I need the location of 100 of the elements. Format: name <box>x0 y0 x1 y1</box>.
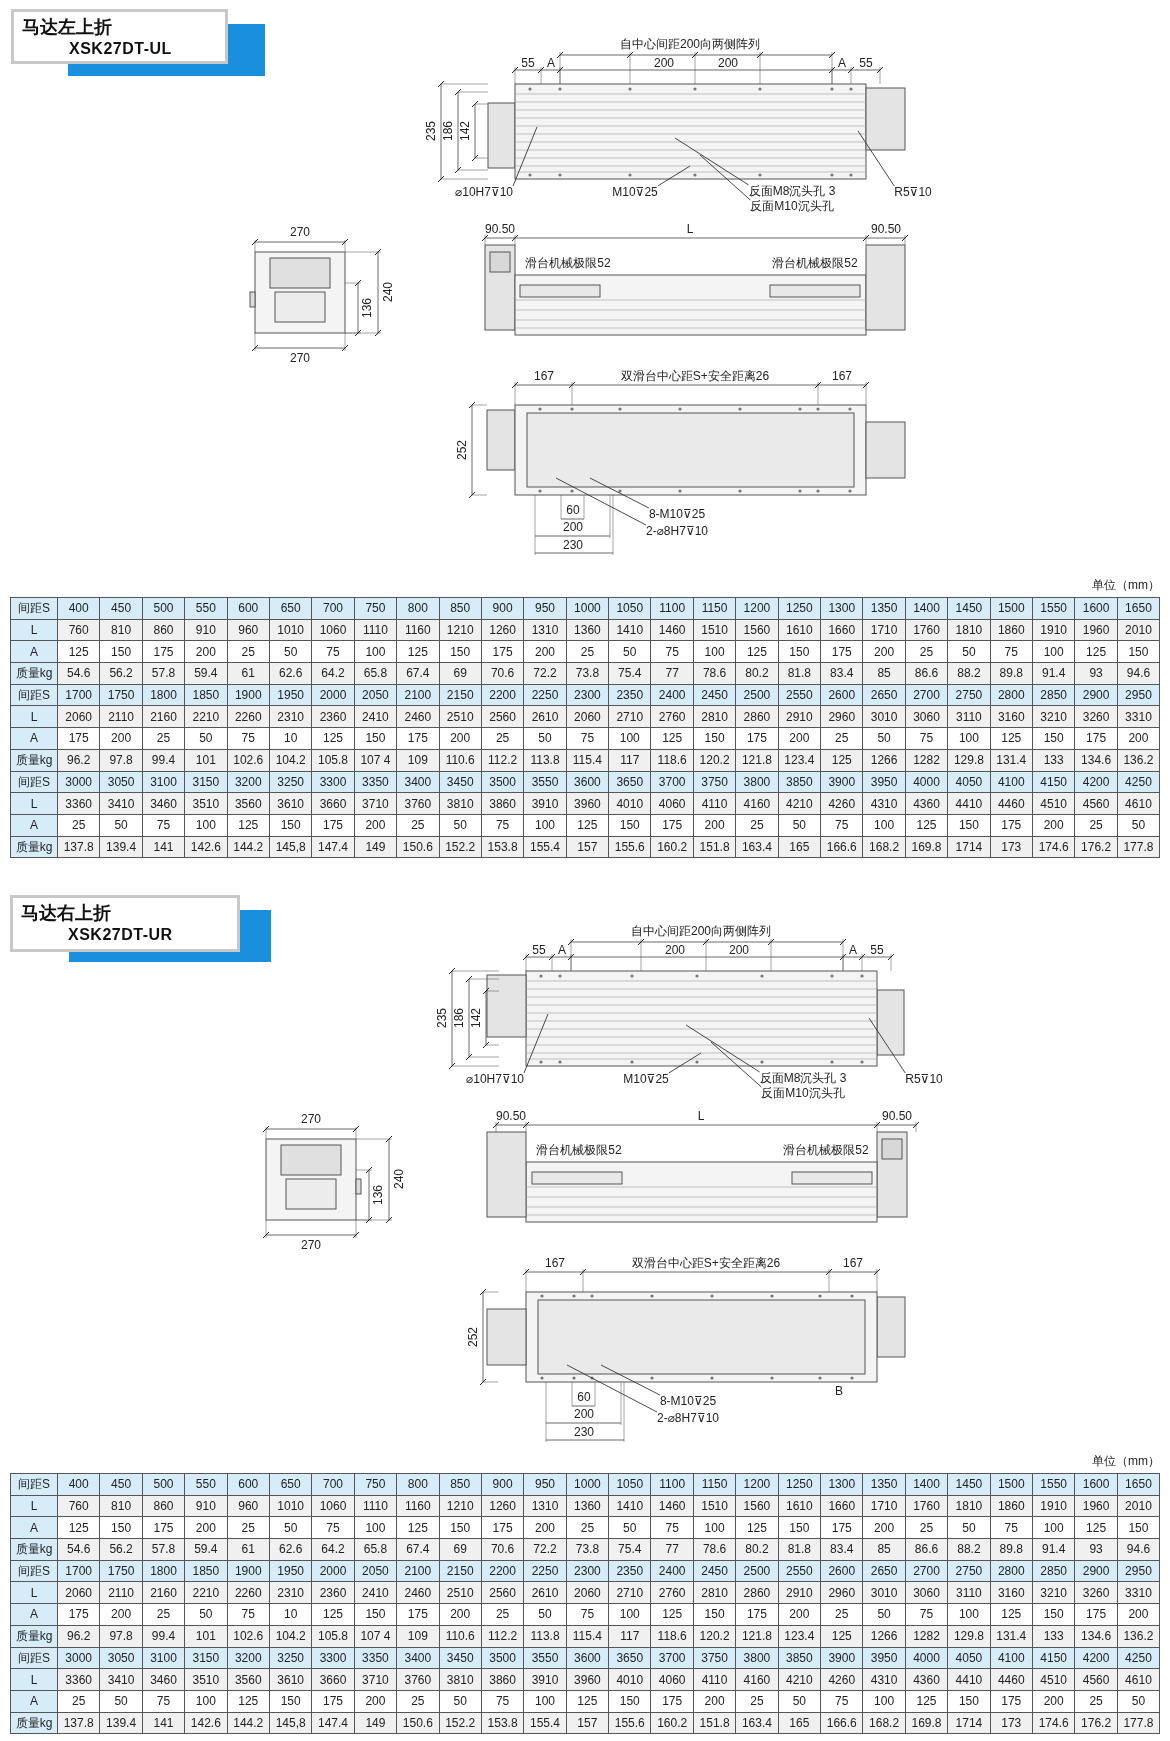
table-row-header: 质量kg <box>10 662 58 685</box>
table-row-header: 质量kg <box>10 1625 58 1647</box>
table-cell: 1000 <box>566 597 609 620</box>
dimension-label: 240 <box>393 1169 405 1189</box>
dimension-label: 60 <box>577 1391 591 1403</box>
table-row-header: L <box>10 792 58 815</box>
dimension-label: 200 <box>654 57 674 69</box>
dimension-label: 90.50 <box>485 223 515 235</box>
dimension-label: L <box>686 223 694 235</box>
table-cell: 1200 <box>735 1473 779 1496</box>
dimension-label: 167 <box>534 370 554 382</box>
table-row-header: 间距S <box>10 771 58 793</box>
dimension-label: 186 <box>453 1008 465 1028</box>
table-row-header: A <box>10 1690 58 1713</box>
table-cell: 850 <box>439 1473 482 1496</box>
callout-label: M10⊽25 <box>623 1073 669 1085</box>
table-cell: 900 <box>481 1473 524 1496</box>
limit-note: 滑台机械极限52 <box>536 1144 622 1156</box>
leader-line <box>699 154 751 201</box>
table-cell: 1050 <box>608 1473 651 1496</box>
callout-label: ⌀10H7⊽10 <box>466 1073 524 1085</box>
leader-line <box>589 477 650 509</box>
leader-line <box>710 1041 762 1088</box>
callout-label: 反面M10沉头孔 <box>750 200 834 212</box>
table-cell: 900 <box>481 597 524 620</box>
table-cell: 700 <box>311 1473 355 1496</box>
callout-label: R5⊽10 <box>905 1073 943 1085</box>
table-cell: 600 <box>227 1473 270 1496</box>
table-cell: 1500 <box>990 597 1033 620</box>
table-row-header: L <box>10 1668 58 1691</box>
callout-label: 反面M8沉头孔 3 <box>759 1072 847 1084</box>
point-label: B <box>835 1385 843 1397</box>
table-cell: 400 <box>57 1473 100 1496</box>
table-row-header: 质量kg <box>10 1712 58 1734</box>
leader-line <box>512 126 538 187</box>
table-cell: 1350 <box>862 1473 906 1496</box>
callout-label: 8-M10⊽25 <box>659 1395 717 1407</box>
dimension-label: 90.50 <box>871 223 901 235</box>
table-cell: 1250 <box>778 597 821 620</box>
table-row-header: A <box>10 727 58 750</box>
leader-line <box>685 1024 761 1073</box>
dimension-label: 167 <box>843 1257 863 1269</box>
dimension-label: 136 <box>372 1185 384 1205</box>
dimension-label: 双滑台中心距S+安全距离26 <box>631 1257 781 1269</box>
limit-note: 滑台机械极限52 <box>783 1144 869 1156</box>
section-heading: 马达右上折 <box>21 904 111 922</box>
dimension-label: 55 <box>870 944 884 956</box>
table-cell: 1050 <box>608 597 651 620</box>
limit-note: 滑台机械极限52 <box>525 257 611 269</box>
dimension-label: 双滑台中心距S+安全距离26 <box>620 370 770 382</box>
table-cell: 1650 <box>1117 597 1160 620</box>
table-cell: 700 <box>311 597 355 620</box>
dimension-label: 200 <box>729 944 749 956</box>
table-cell: 550 <box>184 1473 228 1496</box>
dimension-label: 252 <box>467 1327 479 1347</box>
callout-label: R5⊽10 <box>894 186 932 198</box>
leader-line <box>674 137 750 186</box>
table-cell: 500 <box>142 597 185 620</box>
table-cell: 1400 <box>905 597 948 620</box>
callout-label: M10⊽25 <box>612 186 658 198</box>
dimension-label: A <box>849 944 857 956</box>
callout-label: 2-⌀8H7⊽10 <box>657 1412 719 1424</box>
callout-label: ⌀10H7⊽10 <box>455 186 513 198</box>
dimension-label: 270 <box>290 226 310 238</box>
leader-line <box>555 477 647 526</box>
table-row-header: 质量kg <box>10 836 58 858</box>
table-cell: 1550 <box>1032 597 1075 620</box>
table-row-header: 质量kg <box>10 1538 58 1561</box>
dimension-label: 200 <box>665 944 685 956</box>
table-cell: 800 <box>396 597 439 620</box>
table-cell: 1350 <box>862 597 906 620</box>
table-cell: 1250 <box>778 1473 821 1496</box>
table-row-header: 间距S <box>10 1647 58 1669</box>
dimension-label: 200 <box>574 1408 594 1420</box>
dimension-label: 252 <box>456 440 468 460</box>
dimension-label: 90.50 <box>496 1110 526 1122</box>
dimension-label: A <box>838 57 846 69</box>
leader-line <box>857 130 895 187</box>
leader-line <box>657 165 691 187</box>
leader-line <box>523 1013 549 1074</box>
dimension-label: 200 <box>718 57 738 69</box>
table-cell: 1500 <box>990 1473 1033 1496</box>
table-cell: 1550 <box>1032 1473 1075 1496</box>
table-cell: 450 <box>99 1473 143 1496</box>
table-cell: 1200 <box>735 597 779 620</box>
dimension-label: 200 <box>563 521 583 533</box>
table-cell: 1450 <box>947 1473 991 1496</box>
table-cell: 850 <box>439 597 482 620</box>
callout-label: 反面M10沉头孔 <box>761 1087 845 1099</box>
table-row-header: A <box>10 640 58 663</box>
dimension-label: 235 <box>425 121 437 141</box>
table-row-header: L <box>10 1495 58 1517</box>
table-cell: 400 <box>57 597 100 620</box>
table-cell: 750 <box>354 1473 397 1496</box>
dimension-label: 90.50 <box>882 1110 912 1122</box>
dimension-label: 136 <box>361 298 373 318</box>
table-row-header: 间距S <box>10 684 58 706</box>
dimension-label: 142 <box>459 121 471 141</box>
table-row-header: L <box>10 705 58 728</box>
table-cell: 1450 <box>947 597 991 620</box>
